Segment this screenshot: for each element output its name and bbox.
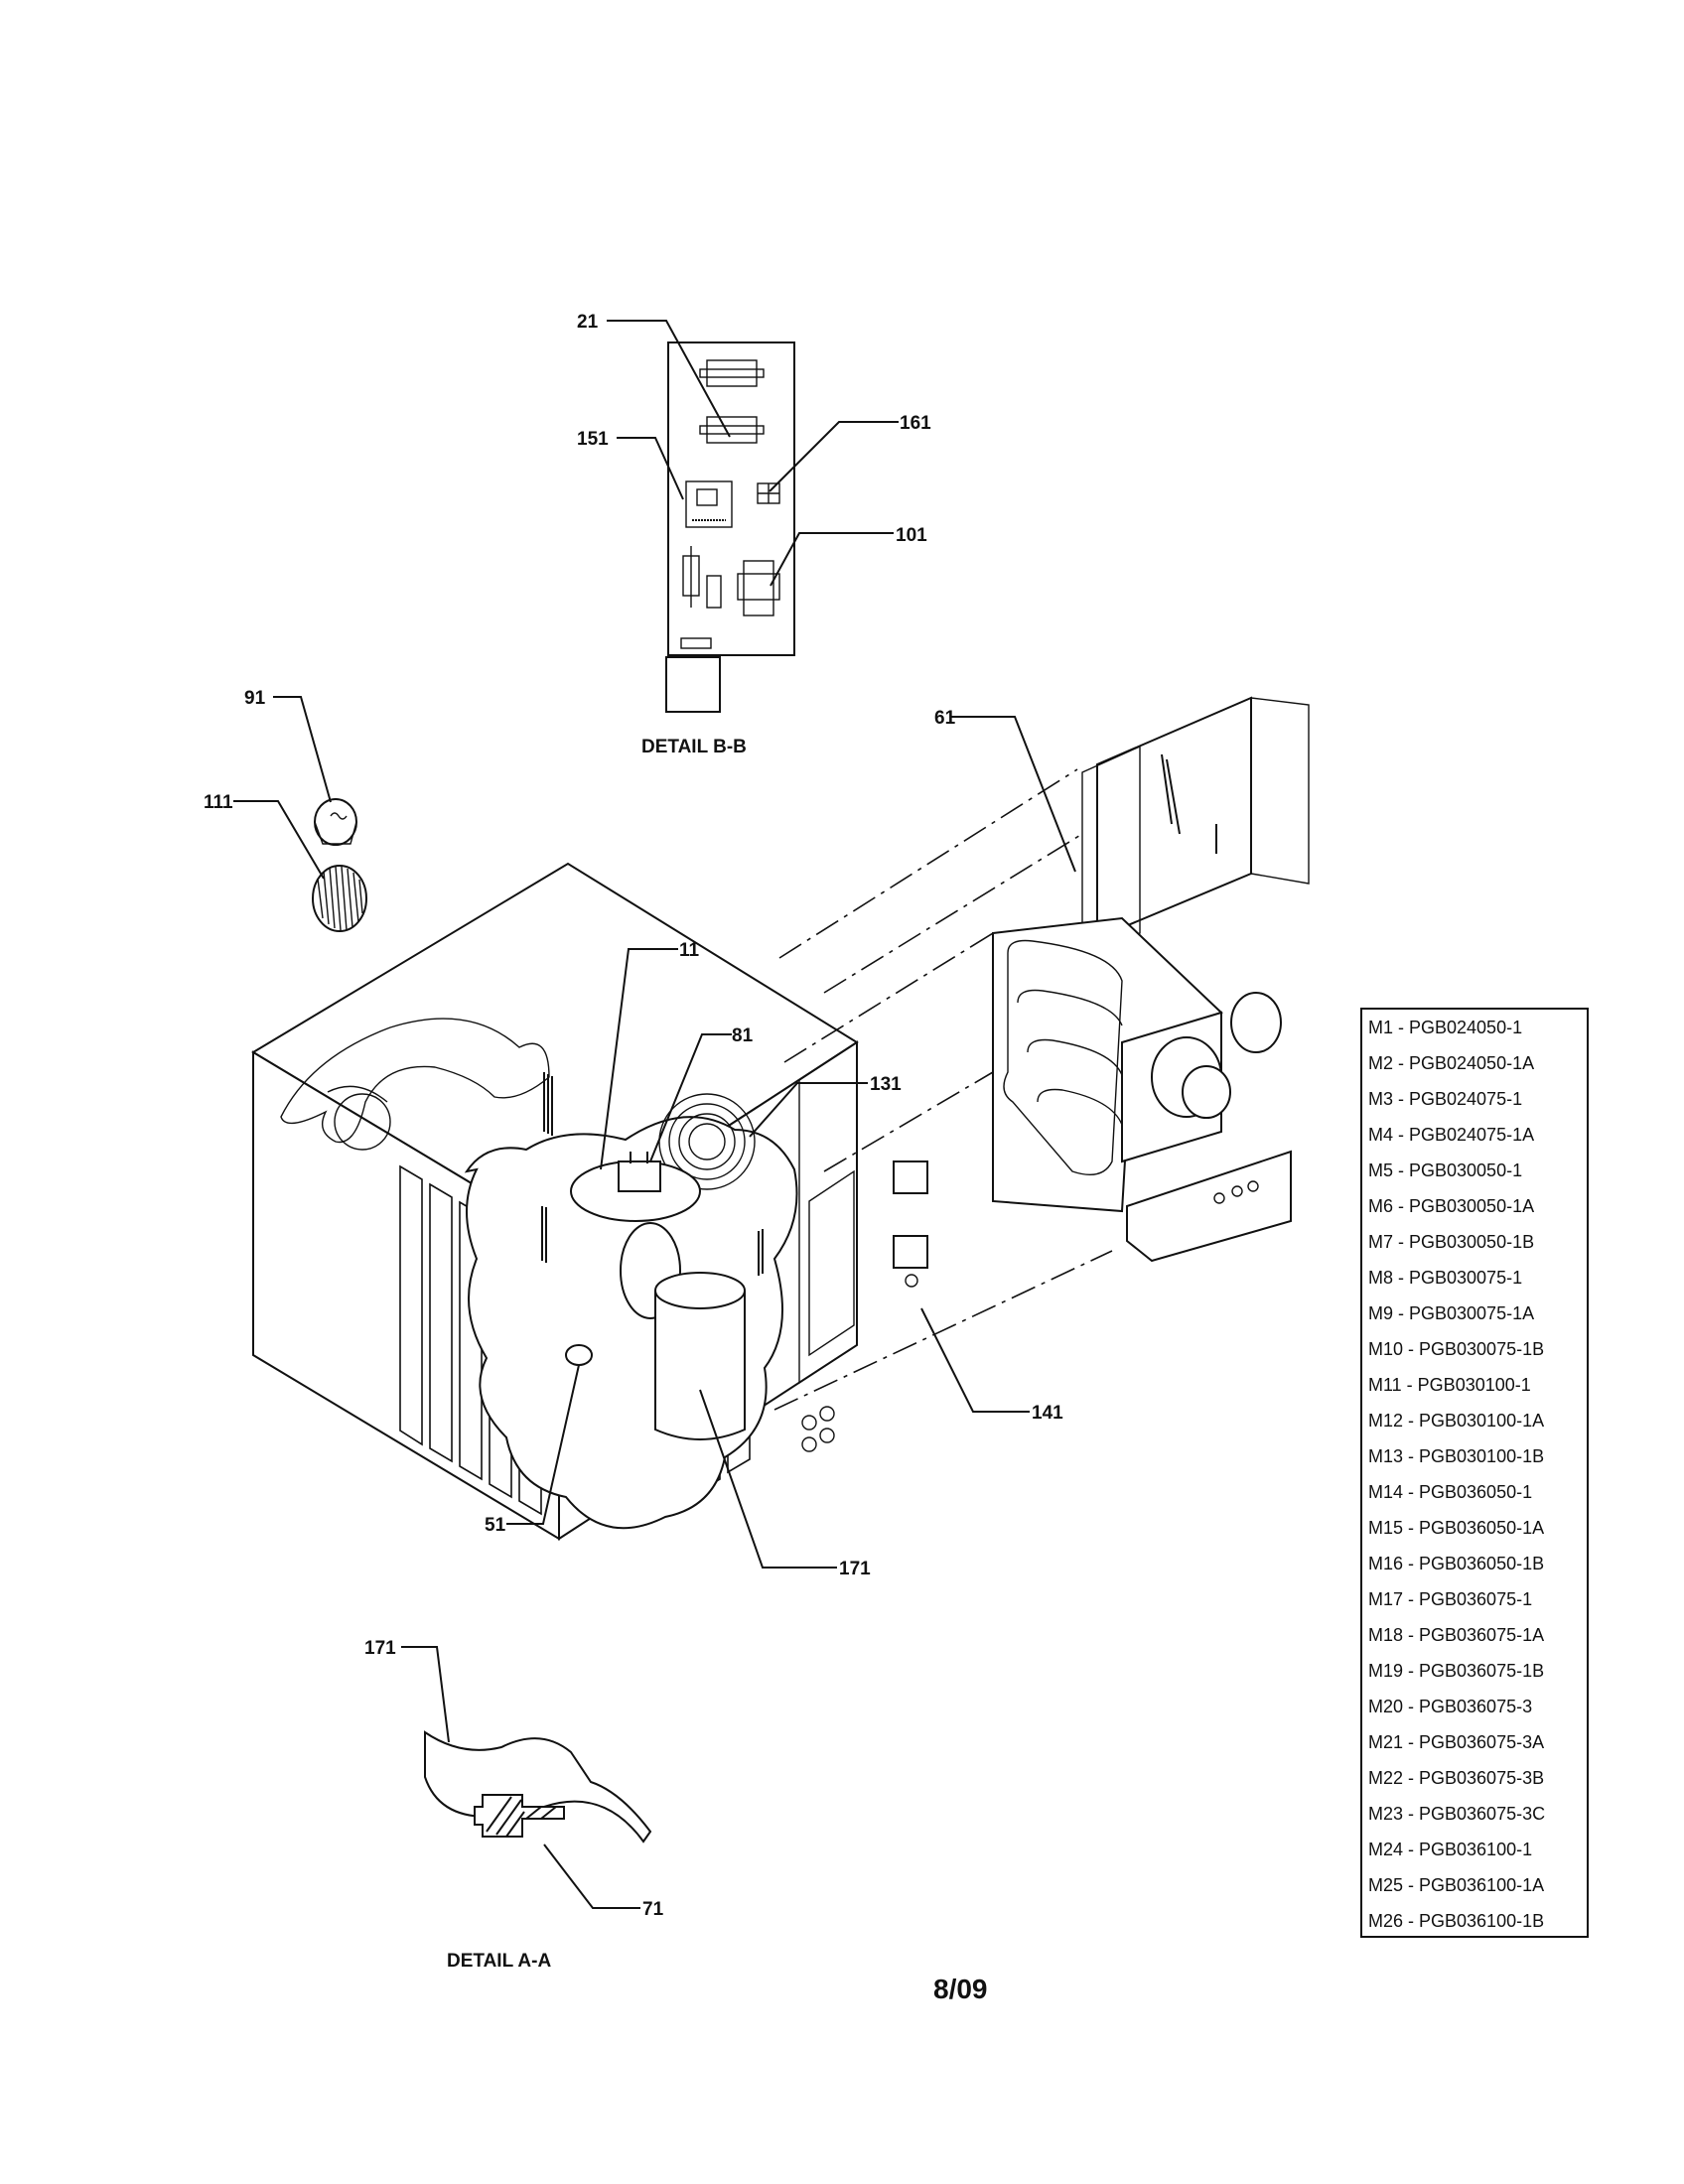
- model-list-item: M26 - PGB036100-1B: [1368, 1911, 1545, 1931]
- page-number: 8/09: [933, 1974, 988, 2004]
- model-list-item: M12 - PGB030100-1A: [1368, 1411, 1545, 1431]
- control-panel-detail: [665, 341, 795, 713]
- model-list-item: M15 - PGB036050-1A: [1368, 1518, 1545, 1538]
- model-list-item: M14 - PGB036050-1: [1368, 1482, 1533, 1502]
- model-list-item: M1 - PGB024050-1: [1368, 1018, 1523, 1037]
- model-list-item: M21 - PGB036075-3A: [1368, 1732, 1545, 1752]
- mounting-pad-detail: [424, 1730, 652, 1843]
- callout-labels: 21 151 161 101 91 111 61 11 81 131 141 5…: [204, 312, 1063, 1920]
- model-list-item: M17 - PGB036075-1: [1368, 1589, 1533, 1609]
- detail-aa-caption: DETAIL A-A: [447, 1951, 551, 1972]
- model-list-item: M11 - PGB030100-1: [1368, 1375, 1531, 1395]
- model-list-item: M9 - PGB030075-1A: [1368, 1303, 1535, 1323]
- model-list-item: M13 - PGB030100-1B: [1368, 1446, 1545, 1466]
- model-list-item: M23 - PGB036075-3C: [1368, 1804, 1546, 1824]
- callout-171-detail: 171: [364, 1638, 396, 1659]
- model-list-item: M16 - PGB036050-1B: [1368, 1554, 1545, 1573]
- model-list-item: M5 - PGB030050-1: [1368, 1160, 1523, 1180]
- model-list-item: M18 - PGB036075-1A: [1368, 1625, 1545, 1645]
- model-list-item: M24 - PGB036100-1: [1368, 1840, 1533, 1859]
- model-list-item: M7 - PGB030050-1B: [1368, 1232, 1535, 1252]
- alignment-lines: [773, 768, 1113, 1411]
- callout-81: 81: [732, 1025, 754, 1046]
- callout-21: 21: [577, 312, 599, 333]
- callout-51: 51: [485, 1515, 506, 1536]
- package-unit-cabinet: [251, 862, 928, 1541]
- model-list-item: M8 - PGB030075-1: [1368, 1268, 1523, 1288]
- callout-171: 171: [839, 1559, 871, 1579]
- model-list-item: M22 - PGB036075-3B: [1368, 1768, 1545, 1788]
- detail-bb-caption: DETAIL B-B: [641, 737, 747, 757]
- callout-11: 11: [679, 940, 700, 961]
- callout-141: 141: [1032, 1403, 1063, 1424]
- model-list-item: M4 - PGB024075-1A: [1368, 1125, 1535, 1145]
- blower-assembly-parts: [312, 798, 367, 932]
- model-list-item: M25 - PGB036100-1A: [1368, 1875, 1545, 1895]
- model-number-list: M1 - PGB024050-1 M2 - PGB024050-1A M3 - PG…: [1360, 1008, 1589, 1938]
- callout-151: 151: [577, 429, 609, 450]
- callout-71: 71: [642, 1899, 664, 1920]
- callout-101: 101: [896, 525, 927, 546]
- callout-161: 161: [900, 413, 931, 434]
- model-list-item: M19 - PGB036075-1B: [1368, 1661, 1545, 1681]
- callout-131: 131: [870, 1074, 902, 1095]
- model-list-item: M10 - PGB030075-1B: [1368, 1339, 1545, 1359]
- model-list-item: M2 - PGB024050-1A: [1368, 1053, 1535, 1073]
- callout-91: 91: [244, 688, 266, 709]
- callout-61: 61: [934, 708, 956, 729]
- model-list-item: M6 - PGB030050-1A: [1368, 1196, 1535, 1216]
- model-list-item: M3 - PGB024075-1: [1368, 1089, 1523, 1109]
- leader-lines: [233, 320, 1076, 1909]
- model-list-item: M20 - PGB036075-3: [1368, 1697, 1533, 1716]
- heat-exchanger-assembly: [992, 696, 1310, 1263]
- callout-111: 111: [204, 792, 233, 813]
